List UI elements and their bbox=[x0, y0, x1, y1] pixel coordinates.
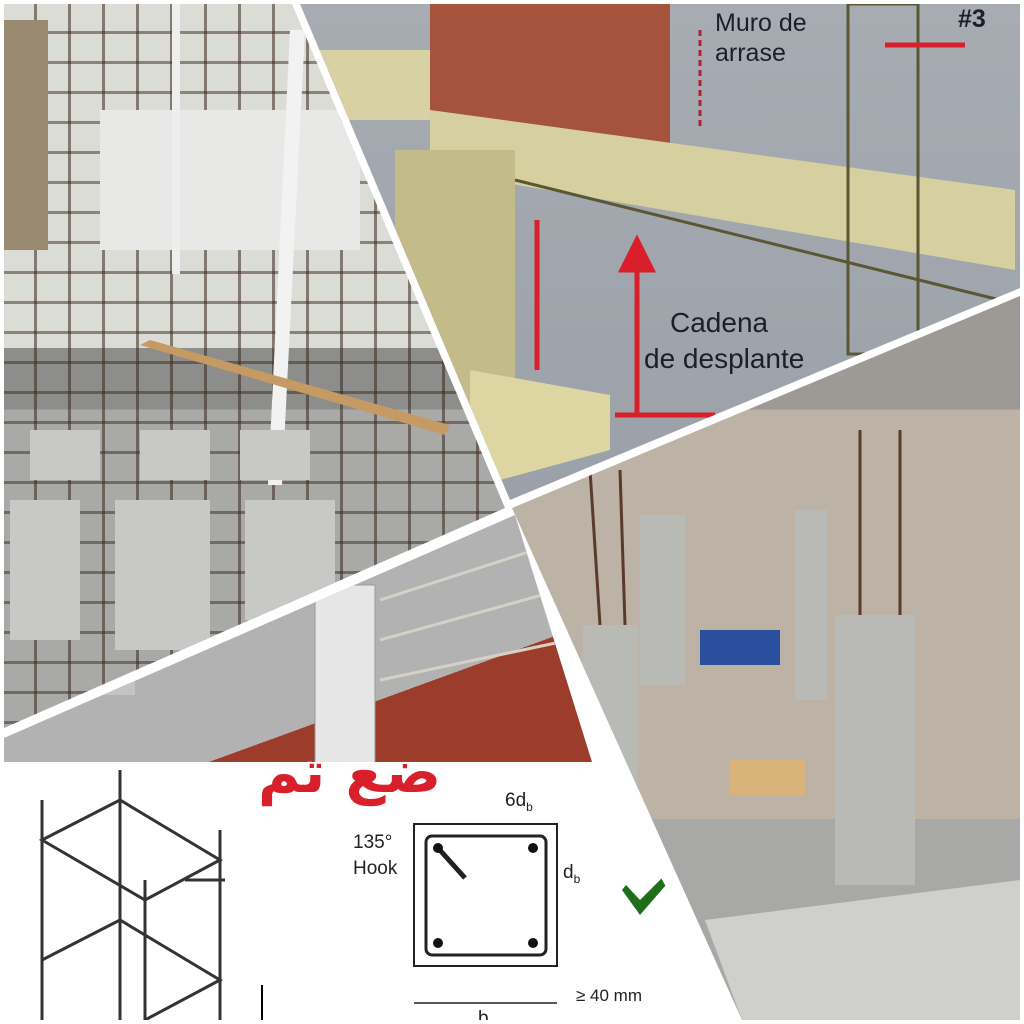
steel-cage bbox=[314, 584, 376, 762]
section-drawing bbox=[413, 823, 558, 1004]
bar-diameter-label: db bbox=[563, 862, 581, 886]
cover-label: ≥ 40 mm bbox=[576, 986, 643, 1005]
white-pole bbox=[172, 4, 180, 274]
rebar-cage-sketch bbox=[38, 770, 225, 1020]
hook-length-label: 6db bbox=[505, 790, 533, 814]
side-building bbox=[4, 20, 48, 250]
footing bbox=[470, 370, 610, 480]
white-pipe bbox=[268, 30, 305, 485]
arabic-overlay-text: ضع تم bbox=[258, 738, 442, 806]
hook-label: 135°Hook bbox=[353, 832, 398, 879]
wood-plank bbox=[140, 340, 450, 435]
check-icon bbox=[622, 872, 672, 915]
tie-beam bbox=[430, 110, 1015, 270]
label-bar-size: #3 bbox=[958, 5, 986, 33]
building bbox=[100, 110, 360, 250]
width-label: b bbox=[478, 1008, 489, 1024]
